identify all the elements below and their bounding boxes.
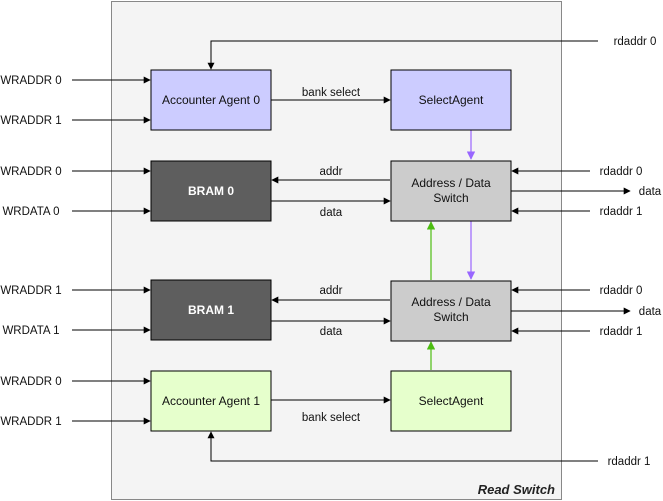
sw0-rdaddr1-label: rdaddr 1 (600, 206, 643, 218)
left-input-arrows (72, 76, 151, 425)
address-data-switch-0-block: Address / Data Switch (390, 160, 512, 222)
input-label-wraddr1-a1: WRADDR 1 (0, 416, 61, 428)
switch-0-label-line2: Switch (433, 191, 468, 205)
data-label-1: data (320, 326, 343, 338)
bram-1-block: BRAM 1 (150, 279, 272, 341)
data-label-0: data (320, 207, 343, 219)
switch-1-label-line2: Switch (433, 310, 468, 324)
select-agent-0-block: SelectAgent (390, 69, 512, 131)
input-label-wrdata0-bram0: WRDATA 0 (2, 206, 59, 218)
switch-1-label-line1: Address / Data (411, 295, 491, 309)
select-agent-0-label: SelectAgent (419, 93, 484, 107)
sw0-data-label: data (639, 186, 662, 198)
accounter-agent-1-label: Accounter Agent 1 (162, 394, 260, 408)
rdaddr1-bottom-line (207, 431, 598, 462)
rdaddr-bottom-label: rdaddr 1 (608, 456, 651, 468)
bram-0-block: BRAM 0 (150, 160, 272, 222)
sw1-rdaddr0-label: rdaddr 0 (600, 285, 643, 297)
input-label-wrdata1-bram1: WRDATA 1 (2, 325, 59, 337)
select-agent-1-label: SelectAgent (419, 394, 484, 408)
input-label-wraddr0-a0: WRADDR 0 (0, 75, 61, 87)
input-label-wraddr0-a1: WRADDR 0 (0, 376, 61, 388)
addr-label-0: addr (319, 166, 342, 178)
bank-select-label-1: bank select (302, 412, 361, 424)
select-agent-1-block: SelectAgent (390, 370, 512, 432)
addr-label-1: addr (319, 285, 342, 297)
rdaddr-top-label: rdaddr 0 (614, 36, 657, 48)
address-data-switch-1-block: Address / Data Switch (390, 280, 512, 342)
container-title: Read Switch (478, 482, 555, 497)
input-label-wraddr0-bram0: WRADDR 0 (0, 166, 61, 178)
accounter-agent-0-label: Accounter Agent 0 (162, 93, 260, 107)
rdaddr0-top-line (207, 40, 598, 70)
bram-0-label: BRAM 0 (188, 184, 234, 198)
sw1-rdaddr1-label: rdaddr 1 (600, 326, 643, 338)
bank-select-label-0: bank select (302, 87, 361, 99)
sw0-rdaddr0-label: rdaddr 0 (600, 166, 643, 178)
bram-1-label: BRAM 1 (188, 303, 234, 317)
switch-0-label-line1: Address / Data (411, 176, 491, 190)
input-label-wraddr1-a0: WRADDR 1 (0, 115, 61, 127)
input-label-wraddr1-bram1: WRADDR 1 (0, 285, 61, 297)
accounter-agent-0-block: Accounter Agent 0 (150, 69, 272, 131)
accounter-agent-1-block: Accounter Agent 1 (150, 370, 272, 432)
sw1-data-label: data (639, 306, 662, 318)
